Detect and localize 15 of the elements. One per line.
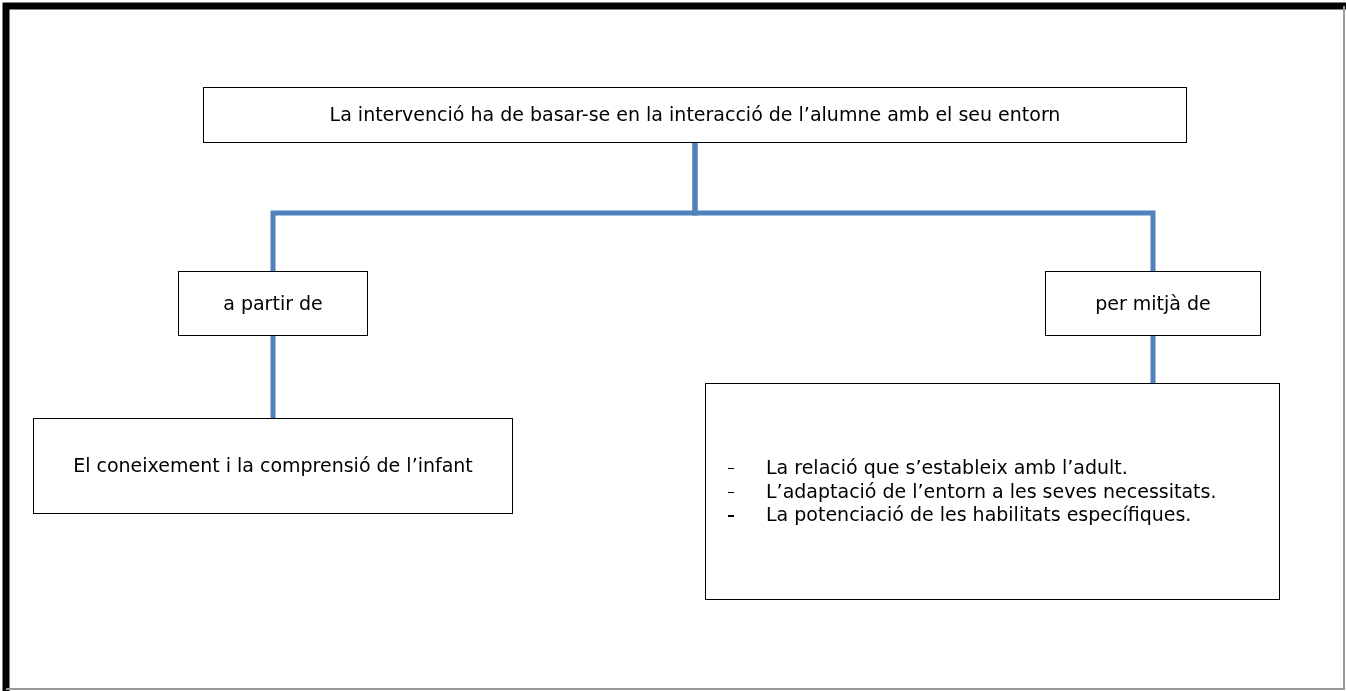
heading-box [203,87,1187,143]
list-item: L’adaptació de l’entorn a les seves necessitats. [766,479,1265,504]
connector-line [692,143,1156,271]
connector-label-box [178,271,368,336]
list-box [705,383,1280,600]
list-item: La potenciació de les habilitats específiques. [766,503,1265,528]
box-text: a partir de [222,291,324,316]
connector-line [1150,336,1156,383]
text-box [33,418,513,514]
box-text: La intervenció ha de basar-se en la interacció de l’alumne amb el seu entorn [328,103,1062,127]
connector-label-box [1045,271,1261,336]
list-item: La relació que s’estableix amb l’adult. [766,455,1265,480]
connector-line [270,336,276,418]
box-text: El coneixement i la comprensió de l’infant [72,454,474,478]
box-text: per mitjà de [1094,291,1212,316]
